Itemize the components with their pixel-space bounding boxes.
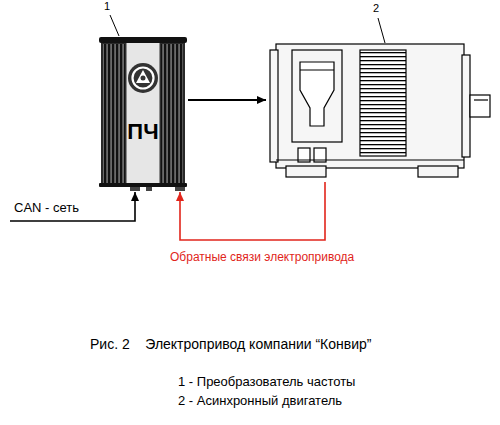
legend-line: 2 - Асинхронный двигатель: [178, 394, 342, 409]
legend-line: 1 - Преобразователь частоты: [178, 375, 355, 390]
connector-line: [188, 99, 266, 101]
induction-motor: [270, 18, 490, 177]
arrow-head: [257, 96, 266, 104]
callout-number: 1: [104, 0, 110, 13]
frequency-converter: [99, 15, 187, 191]
connector-line: [180, 182, 325, 240]
figure-caption: Рис. 2 Электропривод компании “Конвир”: [90, 336, 371, 352]
arrow-head: [176, 192, 184, 201]
network-label: CAN - сеть: [14, 201, 79, 216]
connector: [176, 182, 325, 240]
connector: [10, 192, 139, 221]
connector: [188, 96, 266, 104]
motor-node: 2: [268, 2, 492, 182]
arrow-head: [131, 192, 139, 201]
converter-node: 1ПЧ: [98, 0, 188, 192]
callout-number: 2: [373, 2, 379, 15]
device-label: ПЧ: [126, 119, 160, 144]
edge-label: Обратные связи электропривода: [168, 251, 356, 265]
network-node: CAN - сеть: [12, 196, 81, 218]
connector-line: [10, 192, 135, 221]
